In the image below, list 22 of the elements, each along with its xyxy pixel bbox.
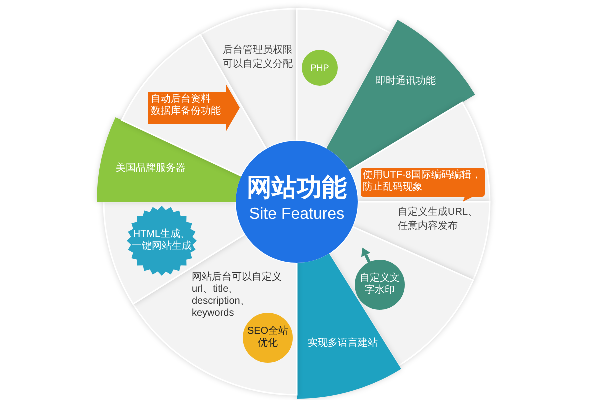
segment-label: 实现多语言建站 [308,338,379,350]
wedge-segment [297,253,402,399]
segment-label: 网站后台可以自定义url、title、description、keywords [192,272,283,320]
hub-subtitle: Site Features [249,205,345,225]
feature-label: 使用UTF-8国际编码编辑，防止乱码现象 [363,170,482,194]
feature-label: HTML生成、一键网站生成 [131,229,193,253]
segment-label: 自定义生成URL、任意内容发布 [398,206,480,234]
segment-label: 即时通讯功能 [376,76,437,88]
feature-label: 自动后台资料数据库备份功能 [151,94,222,118]
segment-label: 后台管理员权限可以自定义分配 [223,44,294,72]
wedge-segment [349,102,490,202]
feature-label: PHP [310,62,330,74]
feature-circle [243,313,293,363]
segment-label: 美国品牌服务器 [116,163,187,175]
speech-bubble [361,168,485,202]
arrow-banner [148,84,240,132]
feature-circle [302,50,338,86]
feature-label: 自定义文字水印 [359,273,401,297]
hub-title: 网站功能 [247,173,347,203]
feature-label: SEO全站优化 [246,326,290,350]
feature-circle [355,260,405,310]
wedge-segment [97,117,242,203]
